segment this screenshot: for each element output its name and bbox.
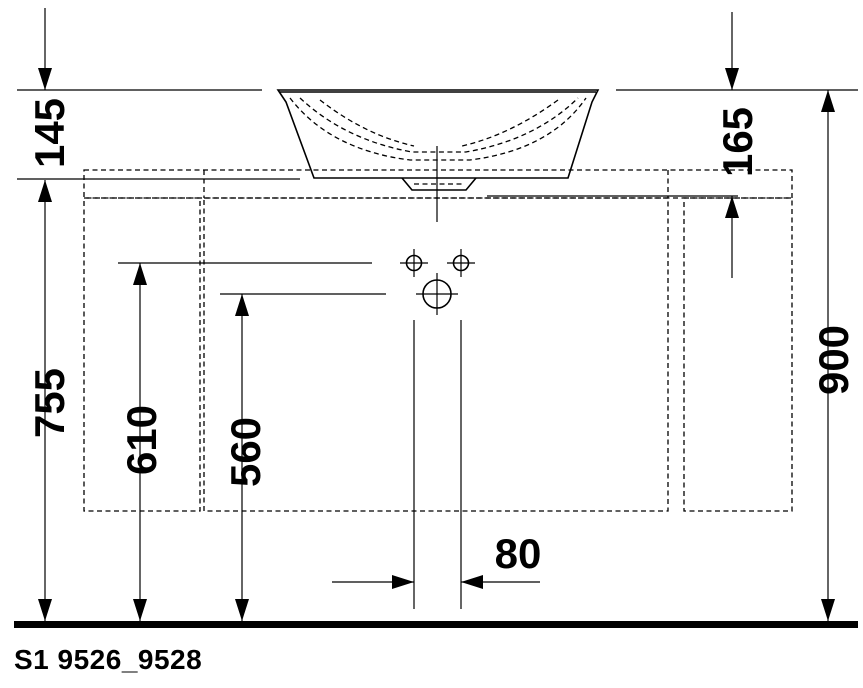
label-900: 900 xyxy=(810,325,857,395)
label-80: 80 xyxy=(495,530,542,577)
label-755: 755 xyxy=(26,368,73,438)
dimension-755 xyxy=(38,180,52,621)
label-610: 610 xyxy=(118,405,165,475)
washbasin-bowl xyxy=(276,89,600,191)
dimension-145 xyxy=(38,8,52,90)
drawing-caption: S1 9526_9528 xyxy=(14,644,203,675)
dimension-165 xyxy=(725,12,739,278)
dimension-900 xyxy=(821,90,835,621)
label-145: 145 xyxy=(26,98,73,168)
dimension-560 xyxy=(235,294,249,621)
extension-lines xyxy=(17,89,858,609)
label-165: 165 xyxy=(714,107,761,177)
vanity-cabinet xyxy=(83,169,793,512)
label-560: 560 xyxy=(222,417,269,487)
dimension-610 xyxy=(133,263,147,621)
dimension-80 xyxy=(332,575,540,589)
floor-line xyxy=(14,621,858,628)
water-connections xyxy=(400,249,475,315)
